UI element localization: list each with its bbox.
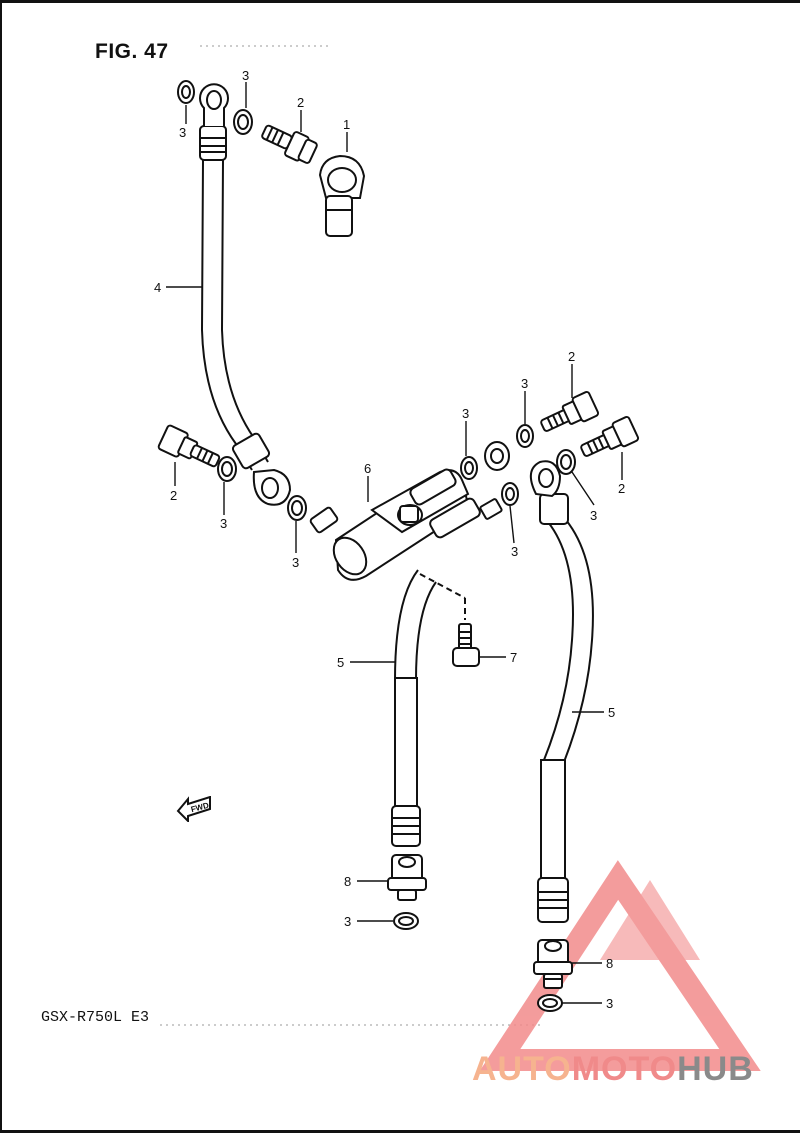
frame-left-border — [0, 0, 2, 1133]
callout-2-left: 2 — [170, 488, 177, 503]
frame-bottom-border — [0, 1130, 800, 1133]
callout-leader-lines — [166, 82, 623, 1004]
callout-2-right-top: 2 — [568, 349, 575, 364]
callout-3-left-lower: 3 — [292, 555, 299, 570]
figure-title: FIG. 47 — [95, 40, 169, 63]
callout-6: 6 — [364, 461, 371, 476]
forward-direction-arrow-icon: FWD — [176, 796, 211, 822]
callout-3-right: 3 — [590, 508, 597, 523]
part-6-three-way-joint — [309, 468, 503, 581]
callout-3-top-right: 3 — [242, 68, 249, 83]
part-5-brake-hose-lower-right — [529, 460, 594, 923]
callout-4: 4 — [154, 280, 161, 295]
callout-1: 1 — [343, 117, 350, 132]
callout-labels: 1 2 3 3 4 2 3 3 6 3 3 2 2 3 3 7 5 5 8 3 … — [154, 68, 625, 1011]
part-7-mounting-screw — [419, 573, 480, 667]
callout-3-center-right: 3 — [521, 376, 528, 391]
callout-2-top: 2 — [297, 95, 304, 110]
callout-5-right: 5 — [608, 705, 615, 720]
model-code: GSX-R750L E3 — [41, 1009, 150, 1026]
callout-3-bottom-right: 3 — [606, 996, 613, 1011]
part-3-crush-washers — [177, 80, 576, 1012]
part-2-banjo-bolts — [157, 124, 640, 468]
watermark-brand-text: AUTOMOTOHUB — [472, 1050, 754, 1089]
callout-3-left: 3 — [220, 516, 227, 531]
callout-3-bottom-left: 3 — [344, 914, 351, 929]
frame-top-border — [0, 0, 800, 3]
callout-2-right: 2 — [618, 481, 625, 496]
part-5-brake-hose-lower-left — [391, 569, 437, 847]
callout-5-left: 5 — [337, 655, 344, 670]
callout-3-center: 3 — [462, 406, 469, 421]
callout-8-left: 8 — [344, 874, 351, 889]
callout-8-right: 8 — [606, 956, 613, 971]
part-8-hose-fittings — [387, 854, 573, 989]
watermark-part-auto: AUTO — [472, 1050, 572, 1088]
callout-7: 7 — [510, 650, 517, 665]
watermark-part-hub: HUB — [677, 1050, 754, 1088]
part-1-elbow-cap — [318, 154, 366, 237]
dotted-guide-lines — [160, 45, 540, 1026]
part-4-brake-hose-upper — [199, 83, 292, 506]
banjo-fitting-center — [484, 441, 510, 471]
callout-3-right-lower: 3 — [511, 544, 518, 559]
callout-3-top-left: 3 — [179, 125, 186, 140]
watermark-part-moto: MOTO — [571, 1050, 678, 1088]
